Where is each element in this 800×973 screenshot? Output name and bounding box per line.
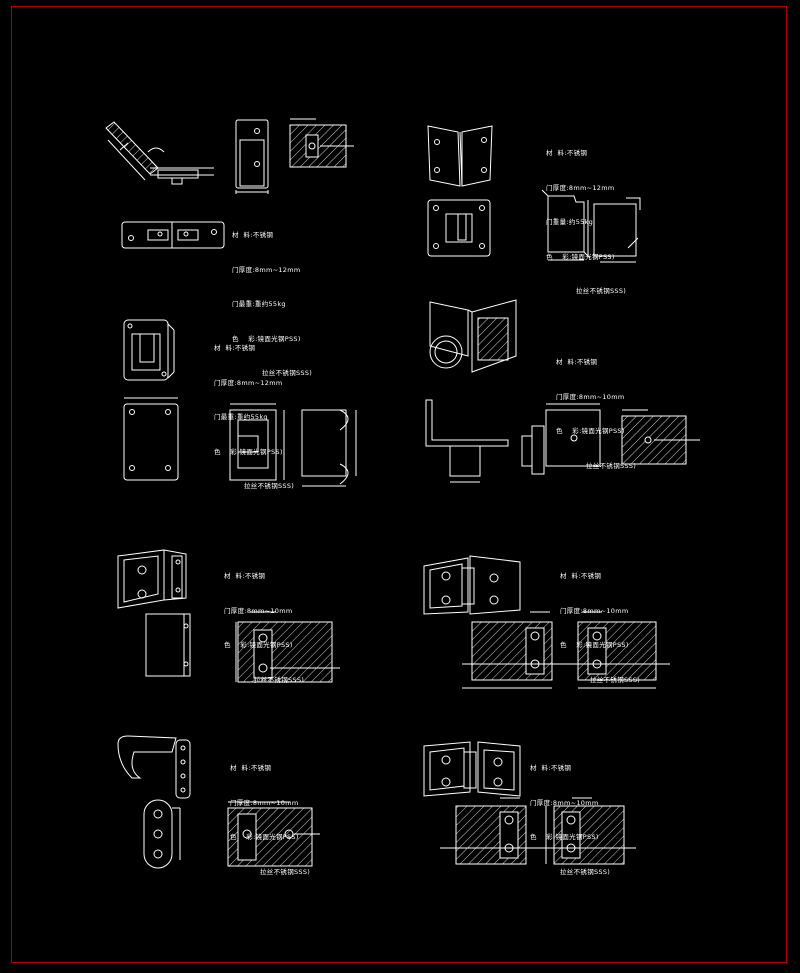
spec-4-line-1: 材 料:不锈钢 — [556, 358, 598, 366]
spec-5-line-3: 色 彩:镜面光钢PSS) — [224, 641, 293, 649]
spec-2-line-4: 色 彩:镜面光钢PSS) — [546, 252, 615, 261]
spec-8-line-3: 色 彩:镜面光钢PSS) — [530, 833, 599, 841]
hinge-7-drawings — [117, 735, 320, 869]
hinge-5-drawings — [117, 549, 340, 683]
spec-2-line-2: 门厚度:8mm~12mm — [546, 183, 615, 192]
spec-1-line-2: 门厚度:8mm~12mm — [232, 265, 301, 274]
spec-8-line-1: 材 料:不锈钢 — [530, 764, 572, 772]
spec-4-line-2: 门厚度:8mm~10mm — [556, 392, 625, 401]
spec-5-line-1: 材 料:不锈钢 — [224, 572, 266, 580]
spec-2-line-3: 门重量:约55kg — [546, 218, 594, 226]
spec-3-line-1: 材 料:不锈钢 — [214, 344, 256, 352]
spec-block-8: 材 料:不锈钢 门厚度:8mm~10mm 色 彩:镜面光钢PSS) 拉丝不锈钢S… — [530, 740, 610, 890]
hinge-1-drawings — [105, 118, 354, 249]
spec-block-7: 材 料:不锈钢 门厚度:8mm~10mm 色 彩:镜面光钢PSS) 拉丝不锈钢S… — [230, 740, 310, 890]
spec-6-line-4: 拉丝不锈钢SSS) — [590, 675, 641, 684]
spec-5-line-2: 门厚度:8mm~10mm — [224, 606, 293, 615]
spec-4-line-3: 色 彩:镜面光钢PSS) — [556, 427, 625, 435]
spec-4-line-4: 拉丝不锈钢SSS) — [586, 461, 637, 470]
spec-block-5: 材 料:不锈钢 门厚度:8mm~10mm 色 彩:镜面光钢PSS) 拉丝不锈钢S… — [224, 548, 304, 698]
hinge-6-drawings — [423, 555, 670, 689]
spec-block-6: 材 料:不锈钢 门厚度:8mm~10mm 色 彩:镜面光钢PSS) 拉丝不锈钢S… — [560, 548, 640, 698]
spec-1-line-1: 材 料:不锈钢 — [232, 231, 274, 239]
spec-7-line-1: 材 料:不锈钢 — [230, 764, 272, 772]
spec-6-line-3: 色 彩:镜面光钢PSS) — [560, 641, 629, 649]
spec-8-line-4: 拉丝不锈钢SSS) — [560, 867, 611, 876]
spec-7-line-2: 门厚度:8mm~10mm — [230, 798, 299, 807]
hinge-2-drawings — [427, 125, 641, 263]
hinge-4-drawings — [425, 299, 700, 483]
spec-3-line-3: 门最重:重约55kg — [214, 413, 268, 421]
hinge-8-drawings — [423, 741, 636, 865]
spec-1-line-4: 色 彩:镜面光钢PSS) — [232, 334, 301, 343]
spec-2-line-5: 拉丝不锈钢SSS) — [576, 287, 627, 295]
spec-block-2: 材 料:不锈钢 门厚度:8mm~12mm 门重量:约55kg 色 彩:镜面光钢P… — [546, 125, 626, 309]
spec-7-line-3: 色 彩:镜面光钢PSS) — [230, 833, 299, 841]
spec-block-4: 材 料:不锈钢 门厚度:8mm~10mm 色 彩:镜面光钢PSS) 拉丝不锈钢S… — [556, 334, 636, 484]
spec-5-line-4: 拉丝不锈钢SSS) — [254, 675, 305, 684]
spec-8-line-2: 门厚度:8mm~10mm — [530, 798, 599, 807]
spec-3-line-4: 色 彩:镜面光钢PSS) — [214, 447, 283, 456]
spec-block-3: 材 料:不锈钢 门厚度:8mm~12mm 门最重:重约55kg 色 彩:镜面光钢… — [214, 320, 294, 504]
spec-3-line-2: 门厚度:8mm~12mm — [214, 378, 283, 387]
spec-block-1: 材 料:不锈钢 门厚度:8mm~12mm 门最重:重约55kg 色 彩:镜面光钢… — [232, 207, 312, 391]
spec-2-line-1: 材 料:不锈钢 — [546, 149, 588, 157]
spec-1-line-5: 拉丝不锈钢SSS) — [262, 369, 313, 377]
drawing-border — [11, 6, 787, 963]
spec-3-line-5: 拉丝不锈钢SSS) — [244, 482, 295, 490]
spec-1-line-3: 门最重:重约55kg — [232, 300, 286, 308]
spec-7-line-4: 拉丝不锈钢SSS) — [260, 867, 311, 876]
spec-6-line-1: 材 料:不锈钢 — [560, 572, 602, 580]
hinge-3-drawings — [123, 319, 357, 487]
spec-6-line-2: 门厚度:8mm~10mm — [560, 606, 629, 615]
